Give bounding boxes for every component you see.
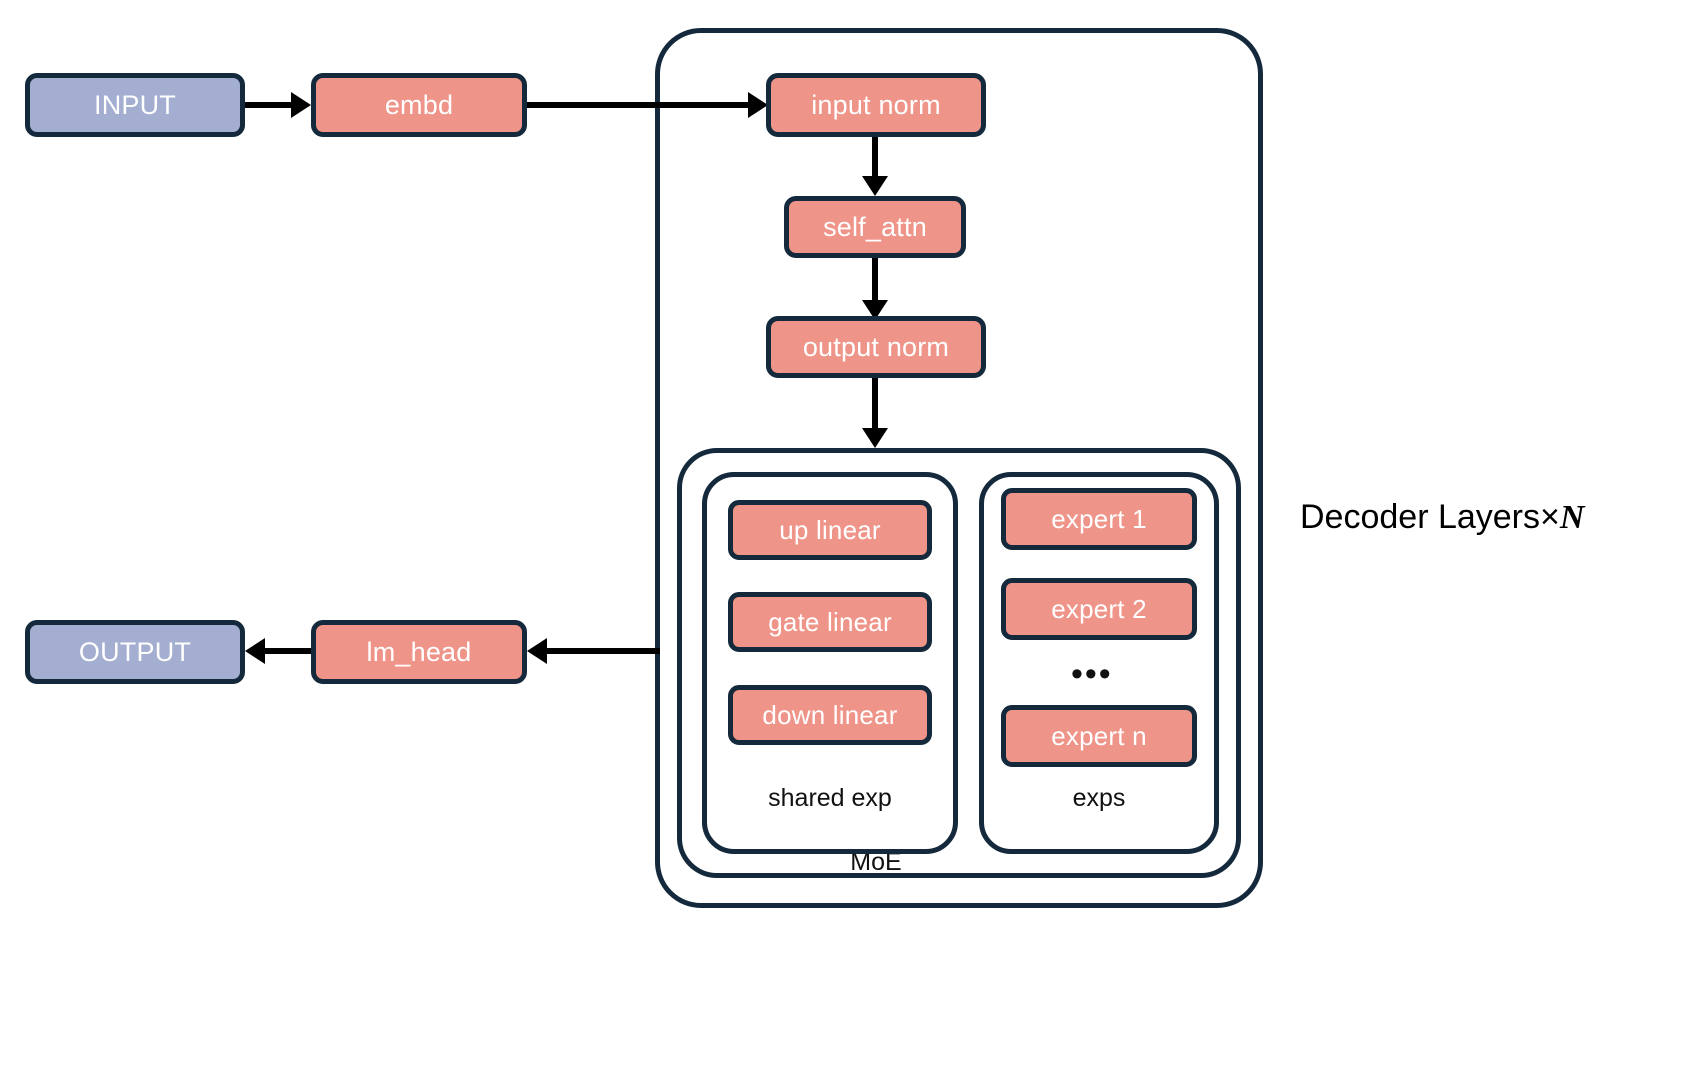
output-node-label: OUTPUT: [78, 636, 192, 667]
moe-container: [677, 448, 1241, 878]
output-node[interactable]: OUTPUT: [25, 620, 245, 684]
down-linear-node[interactable]: down linear: [728, 685, 932, 745]
expert-n-node[interactable]: expert n: [1001, 705, 1197, 767]
expert-1-node[interactable]: expert 1: [1001, 488, 1197, 550]
gate-linear-node[interactable]: gate linear: [728, 592, 932, 652]
decoder-layers-side-label-text: Decoder Layers×: [1300, 498, 1560, 536]
input-norm-node[interactable]: input norm: [766, 73, 986, 137]
shared-expert-label: shared exp: [768, 784, 892, 812]
expert-1-node-label: expert 1: [1051, 504, 1147, 534]
arrow-right-icon: [291, 92, 311, 118]
self-attn-node-label: self_attn: [823, 211, 927, 242]
experts-label: exps: [1072, 784, 1126, 812]
input-node[interactable]: INPUT: [25, 73, 245, 137]
expert-2-node-label: expert 2: [1051, 594, 1147, 624]
embd-node-label: embd: [384, 89, 454, 120]
lm-head-node-label: lm_head: [366, 636, 472, 667]
lm-head-node[interactable]: lm_head: [311, 620, 527, 684]
shared-expert-container: [702, 472, 958, 854]
edge-embd-to-input-norm: [527, 102, 752, 108]
arrow-down-icon: [862, 300, 888, 320]
decoder-layers-container: [655, 28, 1263, 908]
decoder-layers-side-label: Decoder Layers×N: [1300, 500, 1584, 535]
down-linear-node-label: down linear: [762, 700, 898, 730]
edge-lm-head-to-output: [263, 648, 311, 654]
input-norm-node-label: input norm: [811, 89, 941, 120]
arrow-right-icon: [748, 92, 768, 118]
decoder-layers-count-var: N: [1559, 499, 1585, 536]
edge-decoder-to-lm-head: [545, 648, 660, 654]
arrow-left-icon: [245, 638, 265, 664]
edge-output-norm-to-moe: [872, 378, 878, 434]
output-norm-node[interactable]: output norm: [766, 316, 986, 378]
embd-node[interactable]: embd: [311, 73, 527, 137]
expert-2-node[interactable]: expert 2: [1001, 578, 1197, 640]
edge-input-to-embd: [245, 102, 293, 108]
edge-self-attn-to-output-norm: [872, 258, 878, 306]
up-linear-node[interactable]: up linear: [728, 500, 932, 560]
input-node-label: INPUT: [94, 89, 176, 120]
output-norm-node-label: output norm: [802, 331, 950, 362]
self-attn-node[interactable]: self_attn: [784, 196, 966, 258]
expert-n-node-label: expert n: [1051, 721, 1147, 751]
arrow-down-icon: [862, 176, 888, 196]
experts-ellipsis: •••: [1071, 655, 1113, 693]
arrow-left-icon: [527, 638, 547, 664]
up-linear-node-label: up linear: [779, 515, 881, 545]
edge-input-norm-to-self-attn: [872, 137, 878, 182]
arrow-down-icon: [862, 428, 888, 448]
experts-container: [979, 472, 1219, 854]
gate-linear-node-label: gate linear: [768, 607, 892, 637]
